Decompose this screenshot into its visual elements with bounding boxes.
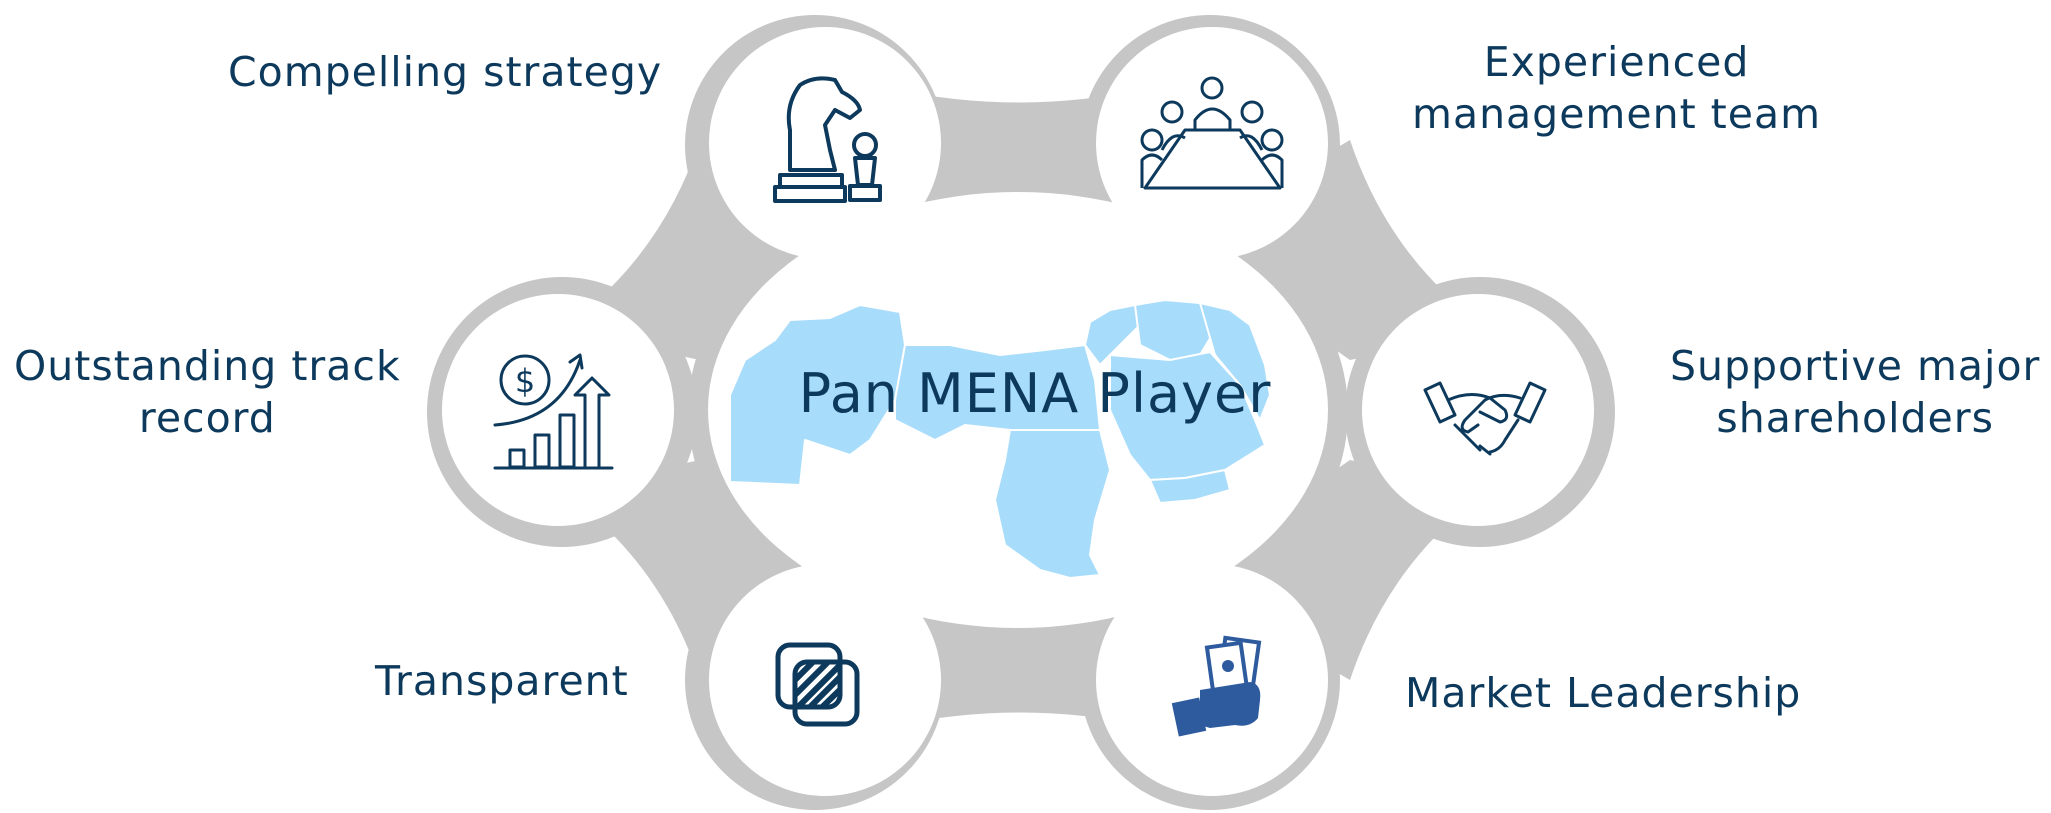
label-line: Compelling strategy: [228, 48, 663, 96]
hub-title: Pan MENA Player: [798, 362, 1272, 425]
boardroom-meeting-icon: [1140, 76, 1284, 190]
mena-map: [729, 299, 1271, 579]
fingers: [1453, 418, 1520, 456]
label-compelling-strategy: Compelling strategy: [228, 46, 662, 98]
meeting-table: [1143, 128, 1282, 190]
growth-arrow-head: [568, 353, 584, 370]
handshake-icon: [1423, 381, 1547, 456]
banknote-portrait: [1222, 660, 1234, 672]
label-line: shareholders: [1716, 394, 1994, 442]
label-line: Outstanding track: [14, 342, 401, 390]
right-hand: [1460, 393, 1522, 434]
label-experienced-management: Experienced management team: [1412, 36, 1821, 140]
person-left-2: [1140, 128, 1164, 152]
hand-holding-money-icon: [1171, 635, 1262, 737]
label-supportive-shareholders: Supportive major shareholders: [1670, 340, 2040, 444]
label-outstanding-track-record: Outstanding track record: [14, 340, 401, 444]
person-left-1: [1160, 100, 1184, 124]
big-arrow: [573, 376, 611, 469]
label-transparent: Transparent: [375, 655, 629, 707]
label-line: Transparent: [375, 657, 629, 705]
circle-management: [1096, 27, 1328, 259]
person-right-1: [1240, 100, 1264, 124]
chair-person-head: [1200, 76, 1224, 100]
circle-track-record: [442, 294, 674, 526]
left-cuff: [1423, 381, 1457, 424]
pawn-base: [848, 184, 882, 202]
persons-right-bodies: [1239, 134, 1284, 188]
label-market-leadership: Market Leadership: [1405, 667, 1801, 719]
chair-person-body: [1193, 107, 1232, 132]
overlapping-squares-icon: [775, 642, 860, 727]
label-line: management team: [1412, 90, 1822, 138]
circle-shareholders: [1362, 294, 1594, 526]
circle-strategy: [709, 27, 941, 259]
knight-body: [786, 76, 862, 172]
hand-fist: [1200, 682, 1261, 728]
person-right-2: [1260, 128, 1284, 152]
label-line: Market Leadership: [1405, 669, 1802, 717]
chess-knight-icon: [773, 76, 882, 203]
map-region-arabia: [1109, 351, 1266, 481]
map-region-gulf: [1199, 302, 1271, 421]
right-cuff: [1513, 381, 1547, 424]
sleeve-cuff: [1171, 697, 1207, 737]
overlap-hatch: [795, 662, 840, 707]
label-line: Experienced: [1483, 38, 1750, 86]
label-line: Supportive major: [1670, 342, 2041, 390]
chess-plinth: [773, 185, 847, 203]
growth-arrow-curve: [493, 358, 582, 427]
left-hand: [1446, 393, 1509, 424]
dollar-coin: [499, 354, 551, 406]
map-region-sudan: [994, 429, 1111, 579]
map-region-yemen: [1149, 469, 1231, 504]
growth-chart-dollar-icon: $: [493, 353, 614, 470]
dollar-sign: $: [515, 362, 535, 400]
label-line: record: [138, 394, 276, 442]
map-region-iraq: [1134, 299, 1216, 361]
persons-left-bodies: [1140, 134, 1186, 188]
